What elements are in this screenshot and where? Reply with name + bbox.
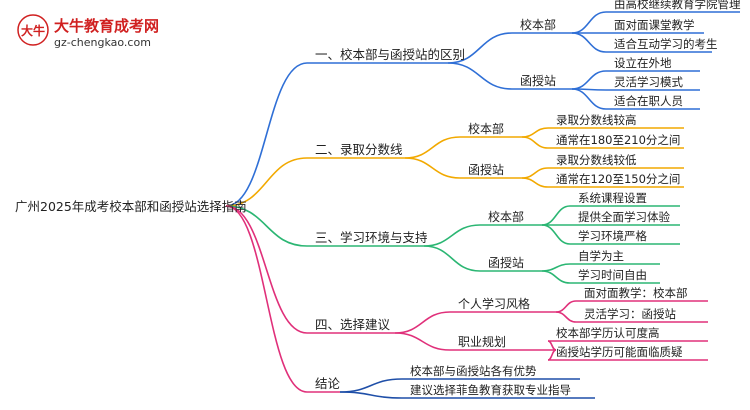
- leaf-node[interactable]: 校本部与函授站各有优势: [410, 364, 537, 378]
- leaf-connector: [571, 70, 607, 90]
- leaf-connector: [339, 391, 403, 399]
- branch-node[interactable]: 一、校本部与函授站的区别: [315, 47, 465, 62]
- leaf-node[interactable]: 自学为主: [578, 249, 624, 263]
- sub-connector: [404, 157, 461, 179]
- sub-node[interactable]: 校本部: [468, 121, 504, 136]
- sub-node[interactable]: 个人学习风格: [458, 296, 530, 311]
- leaf-connector: [547, 340, 557, 351]
- leaf-connector: [571, 11, 607, 34]
- branch-node[interactable]: 三、学习环境与支持: [315, 230, 428, 245]
- leaf-connector: [541, 270, 571, 284]
- leaf-connector: [555, 311, 577, 323]
- logo-mark-icon: 大牛: [17, 14, 49, 46]
- leaf-connector: [521, 136, 549, 149]
- leaf-node[interactable]: 录取分数线较高: [556, 113, 637, 127]
- connector-lines: [225, 11, 740, 399]
- sub-connector: [404, 136, 461, 159]
- sub-connector: [423, 224, 481, 247]
- leaf-node[interactable]: 学习环境严格: [578, 229, 647, 243]
- leaf-connector: [521, 167, 549, 179]
- site-logo[interactable]: 大牛 大牛教育成考网 gz-chengkao.com: [17, 14, 159, 49]
- branch-connector: [225, 157, 308, 207]
- sub-connector: [423, 245, 481, 272]
- branch-node[interactable]: 四、选择建议: [315, 317, 391, 332]
- leaf-connector: [339, 378, 403, 393]
- leaf-node[interactable]: 通常在120至150分之间: [556, 172, 680, 186]
- branch-node[interactable]: 结论: [315, 376, 341, 391]
- leaf-connector: [571, 88, 607, 110]
- leaf-node[interactable]: 由高校继续教育学院管理: [614, 0, 741, 11]
- leaf-connector: [541, 205, 571, 226]
- sub-node[interactable]: 职业规划: [458, 334, 506, 349]
- branch-connector: [225, 205, 308, 334]
- root-node[interactable]: 广州2025年成考校本部和函授站选择指南: [15, 199, 247, 214]
- leaf-node[interactable]: 面对面课堂教学: [614, 18, 695, 32]
- leaf-connector: [547, 349, 557, 361]
- leaf-node[interactable]: 面对面教学：校本部: [584, 286, 688, 300]
- sub-connector: [394, 311, 451, 334]
- sub-node[interactable]: 校本部: [488, 209, 524, 224]
- node-labels: 广州2025年成考校本部和函授站选择指南一、校本部与函授站的区别校本部由高校继续…: [15, 0, 741, 397]
- branch-connector: [225, 62, 308, 207]
- leaf-connector: [541, 224, 571, 245]
- leaf-connector: [521, 177, 549, 188]
- leaf-node[interactable]: 通常在180至210分之间: [556, 133, 680, 147]
- leaf-node[interactable]: 设立在外地: [614, 56, 672, 70]
- sub-node[interactable]: 函授站: [488, 255, 524, 270]
- leaf-node[interactable]: 校本部学历认可度高: [556, 326, 660, 340]
- leaf-node[interactable]: 适合互动学习的考生: [614, 37, 718, 51]
- leaf-node[interactable]: 系统课程设置: [578, 191, 647, 205]
- leaf-node[interactable]: 录取分数线较低: [556, 153, 637, 167]
- sub-node[interactable]: 函授站: [468, 162, 504, 177]
- leaf-node[interactable]: 适合在职人员: [614, 94, 683, 108]
- leaf-node[interactable]: 灵活学习：函授站: [584, 307, 676, 321]
- leaf-connector: [571, 32, 607, 53]
- leaf-node[interactable]: 提供全面学习体验: [578, 210, 670, 224]
- logo-mark-text: 大牛: [21, 23, 45, 38]
- branch-connector: [225, 205, 308, 247]
- sub-node[interactable]: 函授站: [520, 73, 556, 88]
- logo-url: gz-chengkao.com: [54, 36, 151, 49]
- sub-connector: [447, 32, 513, 64]
- leaf-node[interactable]: 建议选择菲鱼教育获取专业指导: [410, 383, 571, 397]
- logo-title: 大牛教育成考网: [54, 17, 159, 35]
- leaf-node[interactable]: 学习时间自由: [578, 268, 647, 282]
- branch-node[interactable]: 二、录取分数线: [315, 142, 403, 157]
- leaf-node[interactable]: 函授站学历可能面临质疑: [556, 345, 683, 359]
- leaf-node[interactable]: 灵活学习模式: [614, 75, 683, 89]
- sub-connector: [447, 62, 513, 90]
- leaf-connector: [521, 127, 549, 138]
- sub-connector: [394, 332, 451, 351]
- branch-connector: [225, 205, 308, 393]
- sub-node[interactable]: 校本部: [520, 17, 556, 32]
- leaf-connector: [555, 300, 577, 313]
- leaf-connector: [541, 263, 571, 272]
